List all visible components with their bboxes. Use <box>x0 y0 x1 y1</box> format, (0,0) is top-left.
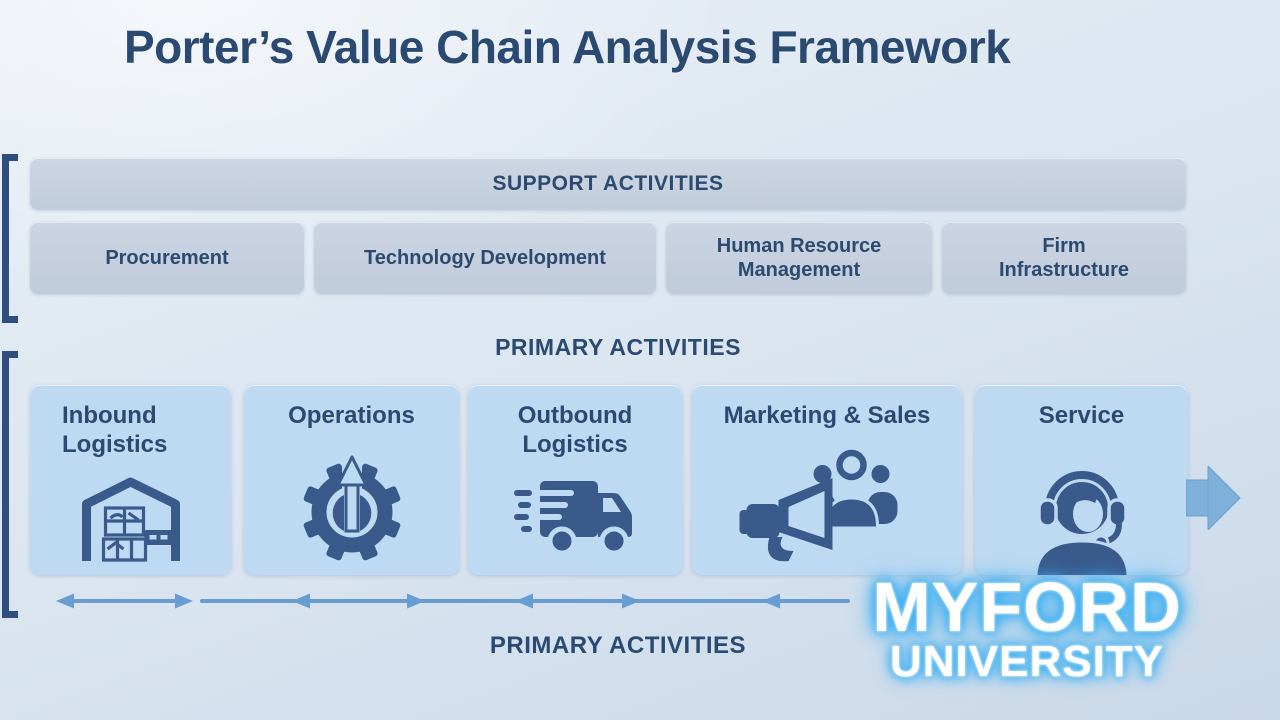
primary-box-label: Service <box>1038 402 1125 429</box>
primary-activities-bracket <box>2 351 18 618</box>
flow-right-arrow-icon <box>1186 466 1241 530</box>
primary-box-outbound-logistics: Outbound Logistics <box>468 385 682 575</box>
primary-box-inbound-logistics: Inbound Logistics <box>30 385 231 575</box>
support-box-procurement: Procurement <box>30 222 304 294</box>
support-activities-header: SUPPORT ACTIVITIES <box>30 158 1186 210</box>
support-box-human-resource-management: Human Resource Management <box>666 222 932 294</box>
megaphone-audience-icon <box>739 449 898 562</box>
support-box-label: Procurement <box>105 247 229 269</box>
support-box-label: Technology Development <box>364 247 606 269</box>
customer-support-headset-icon <box>1034 468 1129 575</box>
support-activities-bracket <box>2 154 18 323</box>
primary-box-marketing-sales: Marketing & Sales <box>692 385 962 575</box>
delivery-truck-icon <box>514 481 632 556</box>
support-box-technology-development: Technology Development <box>314 222 656 294</box>
watermark: MYFORD UNIVERSITY <box>822 572 1232 684</box>
support-box-label: Human Resource Management <box>716 235 882 281</box>
primary-box-label: Operations <box>288 402 415 429</box>
warehouse-icon <box>81 477 180 562</box>
support-activities-header-label: SUPPORT ACTIVITIES <box>492 172 724 195</box>
primary-box-label: Outbound Logistics <box>517 402 633 459</box>
primary-activities-bottom-label: PRIMARY ACTIVITIES <box>489 632 747 659</box>
page-title: Porter’s Value Chain Analysis Framework <box>124 21 1011 73</box>
primary-box-label: Inbound Logistics <box>62 402 168 459</box>
gear-up-arrow-icon <box>303 455 400 561</box>
primary-box-service: Service <box>975 385 1188 575</box>
watermark-line1: MYFORD <box>872 568 1182 646</box>
primary-activities-top-label: PRIMARY ACTIVITIES <box>495 334 741 360</box>
support-box-label: Firm Infrastructure <box>998 235 1130 281</box>
support-box-firm-infrastructure: Firm Infrastructure <box>942 222 1186 294</box>
watermark-line2: UNIVERSITY <box>889 637 1165 686</box>
primary-box-operations: Operations <box>244 385 459 575</box>
bidirectional-arrows <box>56 593 850 609</box>
primary-box-label: Marketing & Sales <box>723 402 931 429</box>
